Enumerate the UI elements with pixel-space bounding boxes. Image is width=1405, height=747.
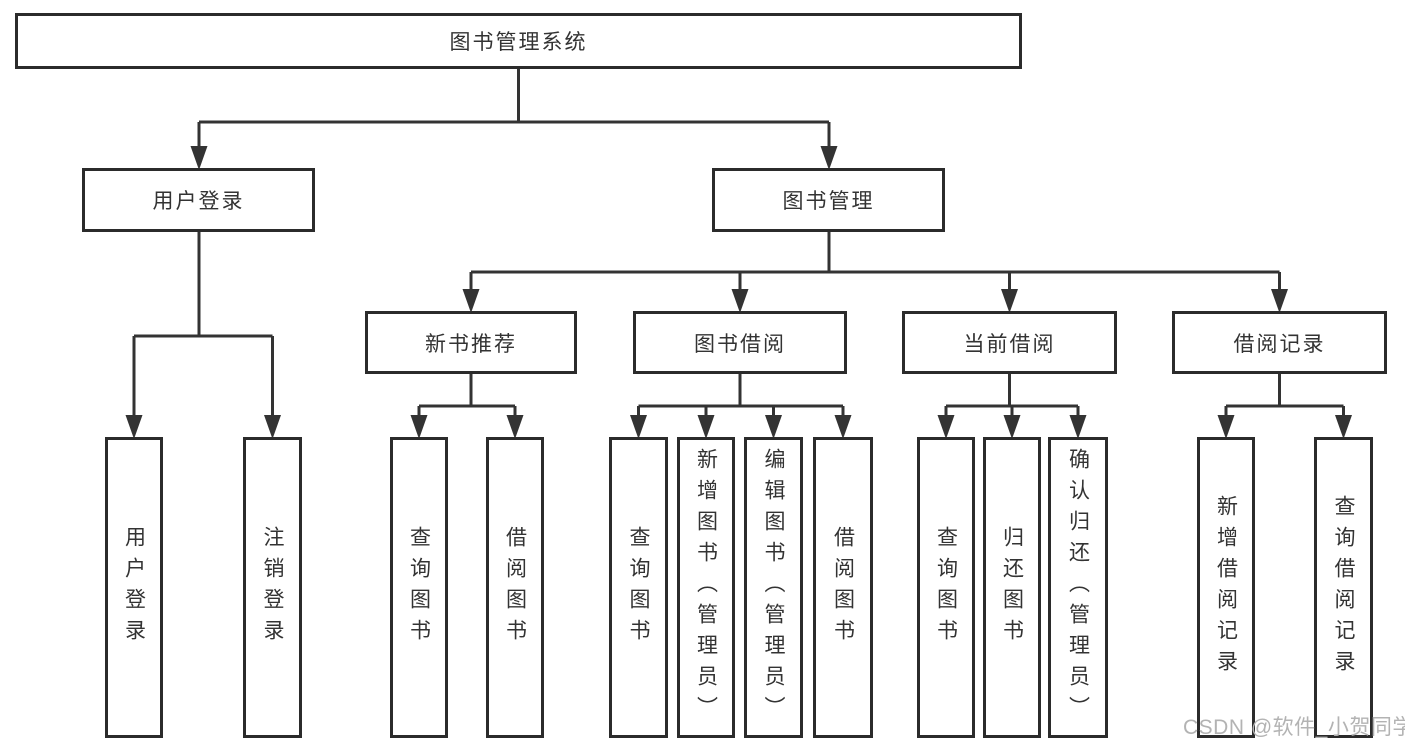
node-book-borrow: 图书借阅 <box>633 311 847 374</box>
node-borrow-records-label: 借阅记录 <box>1233 332 1326 356</box>
leaf-logout-label: 注销登录 <box>261 525 284 650</box>
leaf-query-books-1-label: 查询图书 <box>407 525 431 650</box>
leaf-borrow-books-2: 借阅图书 <box>813 437 873 738</box>
arrow-down-connector <box>1335 406 1352 439</box>
arrow-down-connector <box>1069 406 1087 439</box>
arrow-down-connector <box>765 406 782 439</box>
arrowhead-down-icon <box>264 415 281 439</box>
arrowhead-down-icon <box>1217 415 1235 439</box>
arrow-down-connector <box>820 122 838 170</box>
node-borrow-records: 借阅记录 <box>1172 311 1387 374</box>
arrow-down-connector <box>731 272 749 313</box>
node-current-borrow-label: 当前借阅 <box>963 332 1056 356</box>
arrowhead-down-icon <box>731 289 749 313</box>
leaf-add-borrow-record-label: 新增借阅记录 <box>1214 494 1238 681</box>
arrowhead-down-icon <box>1001 289 1018 313</box>
arrow-down-connector <box>1003 406 1021 439</box>
arrow-down-connector <box>1271 272 1288 313</box>
leaf-query-books-3: 查询图书 <box>917 437 975 738</box>
leaf-return-book: 归还图书 <box>983 437 1041 738</box>
arrow-down-connector <box>1217 406 1235 439</box>
node-new-book-recommend-label: 新书推荐 <box>425 332 517 356</box>
csdn-watermark: CSDN @软件_小贺同学 <box>1183 716 1405 739</box>
leaf-query-books-1: 查询图书 <box>390 437 448 738</box>
arrowhead-down-icon <box>125 415 143 439</box>
arrow-down-connector <box>1001 272 1018 313</box>
leaf-add-borrow-record: 新增借阅记录 <box>1197 437 1255 738</box>
arrowhead-down-icon <box>506 415 524 439</box>
arrow-down-connector <box>462 272 480 313</box>
arrowhead-down-icon <box>937 415 955 439</box>
arrowhead-down-icon <box>462 289 480 313</box>
node-library-system: 图书管理系统 <box>15 13 1022 69</box>
leaf-edit-book-admin: 编辑图书（管理员） <box>744 437 803 738</box>
leaf-confirm-return-admin: 确认归还（管理员） <box>1048 437 1108 738</box>
leaf-return-book-label: 归还图书 <box>1000 525 1024 650</box>
arrowhead-down-icon <box>834 415 852 439</box>
arrowhead-down-icon <box>410 415 428 439</box>
arrow-down-connector <box>630 406 647 439</box>
arrowhead-down-icon <box>1069 415 1087 439</box>
leaf-query-borrow-record-label: 查询借阅记录 <box>1332 494 1355 681</box>
leaf-query-borrow-record: 查询借阅记录 <box>1314 437 1373 738</box>
leaf-query-books-3-label: 查询图书 <box>934 525 958 650</box>
leaf-add-book-admin: 新增图书（管理员） <box>677 437 735 738</box>
node-user-login: 用户登录 <box>82 168 315 232</box>
node-current-borrow: 当前借阅 <box>902 311 1117 374</box>
leaf-user-login: 用户登录 <box>105 437 163 738</box>
leaf-user-login-label: 用户登录 <box>122 525 146 650</box>
arrow-down-connector <box>410 406 428 439</box>
arrow-down-connector <box>190 122 208 170</box>
leaf-borrow-books-1: 借阅图书 <box>486 437 544 738</box>
arrow-down-connector <box>834 406 852 439</box>
arrowhead-down-icon <box>1003 415 1021 439</box>
arrowhead-down-icon <box>1335 415 1352 439</box>
arrowhead-down-icon <box>1271 289 1288 313</box>
arrow-down-connector <box>506 406 524 439</box>
node-book-management: 图书管理 <box>712 168 945 232</box>
leaf-borrow-books-1-label: 借阅图书 <box>503 525 527 650</box>
arrowhead-down-icon <box>820 146 838 170</box>
arrow-down-connector <box>264 336 281 439</box>
arrowhead-down-icon <box>630 415 647 439</box>
leaf-borrow-books-2-label: 借阅图书 <box>831 525 855 650</box>
arrowhead-down-icon <box>697 415 715 439</box>
node-library-system-label: 图书管理系统 <box>449 31 588 54</box>
arrow-down-connector <box>697 406 715 439</box>
leaf-confirm-return-admin-label: 确认归还（管理员） <box>1066 448 1090 727</box>
leaf-query-books-2-label: 查询图书 <box>627 525 650 650</box>
node-book-borrow-label: 图书借阅 <box>694 332 786 356</box>
leaf-edit-book-admin-label: 编辑图书（管理员） <box>762 448 785 727</box>
arrowhead-down-icon <box>190 146 208 170</box>
leaf-add-book-admin-label: 新增图书（管理员） <box>694 448 718 727</box>
arrow-down-connector <box>125 336 143 439</box>
node-book-management-label: 图书管理 <box>782 190 875 213</box>
leaf-logout: 注销登录 <box>243 437 302 738</box>
arrowhead-down-icon <box>765 415 782 439</box>
node-user-login-label: 用户登录 <box>152 190 245 213</box>
leaf-query-books-2: 查询图书 <box>609 437 668 738</box>
node-new-book-recommend: 新书推荐 <box>365 311 577 374</box>
arrow-down-connector <box>937 406 955 439</box>
